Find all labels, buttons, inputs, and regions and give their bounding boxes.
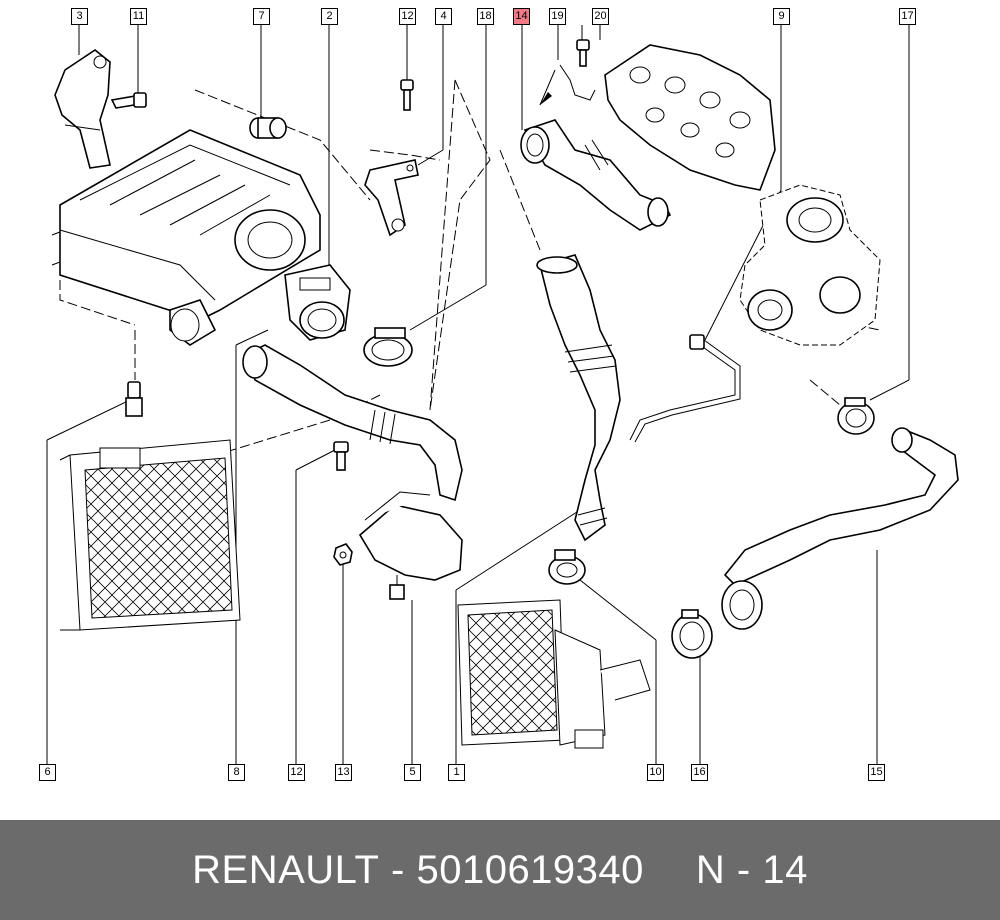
intercooler bbox=[457, 599, 651, 749]
intercooler-hose-part-1 bbox=[536, 254, 621, 542]
callout-12-bottom[interactable]: 12 bbox=[288, 764, 305, 781]
callout-6[interactable]: 6 bbox=[39, 764, 56, 781]
bolt-part-11 bbox=[110, 92, 147, 109]
bolt-part-12-bottom bbox=[333, 441, 349, 471]
clip-part-19 bbox=[539, 64, 596, 106]
callout-2[interactable]: 2 bbox=[321, 8, 338, 25]
airflow-meter-part-2 bbox=[284, 264, 351, 341]
callout-4[interactable]: 4 bbox=[435, 8, 452, 25]
bolt-part-20 bbox=[576, 39, 590, 67]
part-info-footer: RENAULT - 5010619340 N - 14 bbox=[0, 820, 1000, 920]
intake-manifold bbox=[604, 44, 776, 191]
callout-7[interactable]: 7 bbox=[253, 8, 270, 25]
turbocharger bbox=[739, 184, 881, 346]
resonator-part-5 bbox=[358, 491, 463, 600]
callout-3[interactable]: 3 bbox=[71, 8, 88, 25]
callout-11[interactable]: 11 bbox=[130, 8, 147, 25]
radiator-left bbox=[59, 439, 241, 631]
callout-19[interactable]: 19 bbox=[549, 8, 566, 25]
nut-part-13 bbox=[333, 543, 353, 566]
callout-18[interactable]: 18 bbox=[477, 8, 494, 25]
outlet-hose-part-15 bbox=[721, 427, 959, 630]
air-hose-part-8 bbox=[242, 344, 463, 502]
pipe-part-9 bbox=[629, 334, 741, 443]
bolt-part-12-top bbox=[400, 79, 414, 111]
grommet-part-7 bbox=[249, 117, 287, 139]
callout-5[interactable]: 5 bbox=[404, 764, 421, 781]
clamp-part-16 bbox=[671, 609, 713, 659]
callout-17[interactable]: 17 bbox=[899, 8, 916, 25]
bracket-part-3 bbox=[54, 49, 111, 169]
clamp-part-18 bbox=[363, 327, 413, 367]
separator-text: - bbox=[391, 847, 405, 892]
callout-8[interactable]: 8 bbox=[228, 764, 245, 781]
diagram-reference: N - 14 bbox=[695, 847, 808, 892]
part-number: 5010619340 bbox=[416, 847, 644, 892]
brand-name: RENAULT bbox=[192, 847, 380, 892]
callout-1[interactable]: 1 bbox=[448, 764, 465, 781]
callout-10[interactable]: 10 bbox=[647, 764, 664, 781]
exploded-parts-diagram bbox=[46, 25, 959, 765]
callout-12-top[interactable]: 12 bbox=[399, 8, 416, 25]
callout-13[interactable]: 13 bbox=[335, 764, 352, 781]
bolt-part-6 bbox=[125, 381, 143, 417]
bracket-part-4 bbox=[364, 159, 419, 237]
clamp-part-10 bbox=[548, 549, 586, 585]
callout-9[interactable]: 9 bbox=[773, 8, 790, 25]
intake-hose-part-14 bbox=[520, 119, 672, 231]
leader-lines bbox=[46, 25, 910, 765]
callout-14-highlighted[interactable]: 14 bbox=[513, 8, 530, 25]
brand-separator: - bbox=[379, 848, 416, 893]
callout-16[interactable]: 16 bbox=[691, 764, 708, 781]
air-filter-housing bbox=[51, 129, 321, 346]
callout-20[interactable]: 20 bbox=[592, 8, 609, 25]
clamp-part-17 bbox=[837, 397, 875, 435]
callout-15[interactable]: 15 bbox=[868, 764, 885, 781]
